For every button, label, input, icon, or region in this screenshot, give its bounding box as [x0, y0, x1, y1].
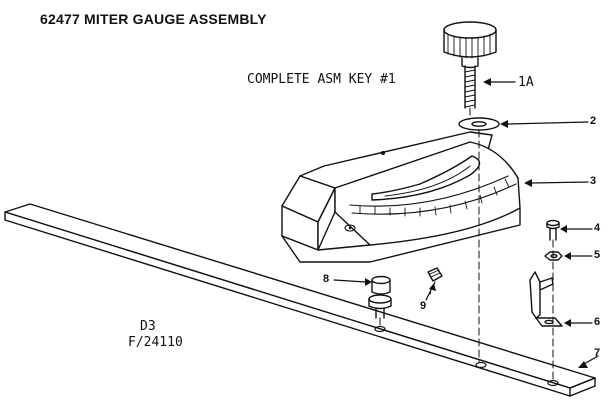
callout-8: 8: [323, 273, 330, 285]
callout-3: 3: [590, 175, 597, 187]
callout-7: 7: [594, 347, 601, 359]
set-screw: [427, 267, 443, 282]
drawing-number: F/24110: [128, 335, 183, 350]
diagram-title: 62477 MITER GAUGE ASSEMBLY: [40, 11, 267, 27]
stop-clip: [529, 271, 563, 327]
callout-6: 6: [594, 316, 601, 328]
callout-9: 9: [420, 300, 427, 312]
stop-pin: [368, 275, 392, 319]
callout-1a: 1A: [518, 75, 534, 90]
callout-4: 4: [594, 222, 601, 234]
washer: [458, 117, 500, 131]
callout-5: 5: [594, 249, 601, 261]
miter-bar: [4, 203, 596, 397]
gauge-body: [281, 131, 521, 263]
screw: [546, 219, 560, 241]
knob: [443, 21, 497, 109]
callout-2: 2: [590, 115, 597, 127]
leader-lines: [333, 78, 599, 368]
drawing-code: D3: [140, 319, 156, 334]
diagram-subtitle: COMPLETE ASM KEY #1: [247, 72, 396, 87]
